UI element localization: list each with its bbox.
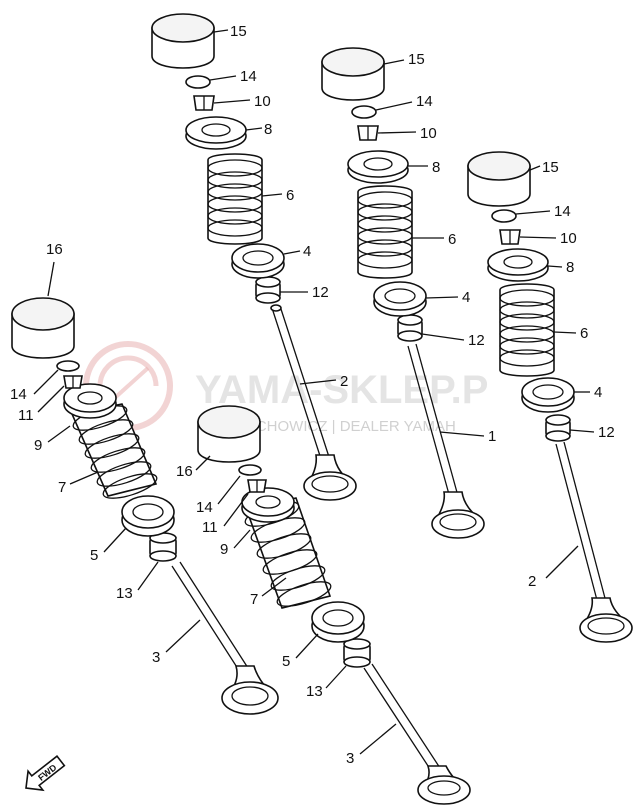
callout-14: 14 xyxy=(196,499,213,516)
callout-3: 3 xyxy=(152,649,160,666)
callout-14: 14 xyxy=(554,203,571,220)
callout-8: 8 xyxy=(432,159,440,176)
spring-retainer-8 xyxy=(185,116,247,150)
watermark: YAMA-SKLEP.P WOJ. IECHOWICZ | DEALER YAM… xyxy=(83,341,488,435)
callout-9: 9 xyxy=(220,541,228,558)
spring-seat-13 xyxy=(149,532,177,562)
callout-11: 11 xyxy=(18,407,34,424)
callout-5: 5 xyxy=(282,653,290,670)
spring-seat-12 xyxy=(397,314,423,342)
callout-3: 3 xyxy=(346,750,354,767)
valve-d xyxy=(171,561,279,715)
callout-labels: 15 14 10 8 6 4 12 2 15 14 10 8 6 4 12 1 … xyxy=(10,23,615,767)
callout-4: 4 xyxy=(303,243,311,260)
spring-seat-12 xyxy=(545,414,571,442)
callout-16: 16 xyxy=(46,241,63,258)
spring-retainer-8 xyxy=(487,248,549,282)
valve-assembly-e xyxy=(197,405,471,805)
callout-12: 12 xyxy=(468,332,485,349)
callout-14: 14 xyxy=(416,93,433,110)
valve-lifter-15 xyxy=(151,13,215,69)
callout-14: 14 xyxy=(240,68,257,85)
valve-lifter-16 xyxy=(11,297,75,359)
callout-10: 10 xyxy=(560,230,577,247)
callout-15: 15 xyxy=(230,23,247,40)
callout-8: 8 xyxy=(566,259,574,276)
callout-7: 7 xyxy=(250,591,258,608)
callout-12: 12 xyxy=(598,424,615,441)
oil-seal-4 xyxy=(373,281,427,317)
callout-8: 8 xyxy=(264,121,272,138)
watermark-brand: YAMA-SKLEP.P xyxy=(195,368,488,412)
spring-retainer-9 xyxy=(241,487,295,523)
valve-c xyxy=(555,441,633,643)
valve-shim-14 xyxy=(351,105,377,119)
callout-2: 2 xyxy=(528,573,536,590)
leader-lines xyxy=(33,29,595,755)
callout-16: 16 xyxy=(176,463,193,480)
callout-6: 6 xyxy=(286,187,294,204)
spring-retainer-8 xyxy=(347,150,409,184)
callout-9: 9 xyxy=(34,437,42,454)
callout-5: 5 xyxy=(90,547,98,564)
callout-15: 15 xyxy=(542,159,559,176)
valve-shim-14 xyxy=(185,75,211,89)
valve-assembly-c xyxy=(467,151,633,643)
valve-assembly-a xyxy=(151,13,357,501)
fwd-direction-marker: FWD xyxy=(25,755,66,792)
callout-13: 13 xyxy=(116,585,133,602)
callout-10: 10 xyxy=(254,93,271,110)
watermark-subtitle: WOJ. IECHOWICZ | DEALER YAMAH xyxy=(200,418,456,435)
valve-assembly-d xyxy=(11,297,279,715)
valve-shim-14 xyxy=(491,209,517,223)
valve-cotter-10 xyxy=(357,125,379,141)
callout-11: 11 xyxy=(202,519,218,536)
valve-spring-6 xyxy=(357,185,413,279)
valve-lifter-15 xyxy=(467,151,531,207)
callout-13: 13 xyxy=(306,683,323,700)
callout-10: 10 xyxy=(420,125,437,142)
callout-1: 1 xyxy=(488,428,496,445)
valve-cotter-11 xyxy=(63,375,83,389)
oil-seal-5 xyxy=(311,601,365,643)
callout-4: 4 xyxy=(594,384,602,401)
valve-b xyxy=(407,343,485,539)
valve-lifter-16 xyxy=(197,405,261,463)
spring-seat-13 xyxy=(343,638,371,668)
valve-lifter-15 xyxy=(321,47,385,101)
spring-retainer-9 xyxy=(63,383,117,419)
callout-14: 14 xyxy=(10,386,27,403)
valve-shim-14 xyxy=(56,360,80,372)
arrow-icon xyxy=(25,755,66,792)
callout-2: 2 xyxy=(340,373,348,390)
callout-6: 6 xyxy=(448,231,456,248)
callout-6: 6 xyxy=(580,325,588,342)
valve-spring-7 xyxy=(70,403,158,499)
valve-assembly-b xyxy=(321,47,485,539)
valve-cotter-11 xyxy=(247,479,267,493)
oil-seal-5 xyxy=(121,495,175,537)
valve-spring-6 xyxy=(207,153,263,245)
valve-e xyxy=(363,663,471,805)
oil-seal-4 xyxy=(521,377,575,413)
callout-15: 15 xyxy=(408,51,425,68)
callout-7: 7 xyxy=(58,479,66,496)
callout-12: 12 xyxy=(312,284,329,301)
valve-a xyxy=(270,304,357,501)
oil-seal-4 xyxy=(231,243,285,279)
valve-spring-6 xyxy=(499,283,555,377)
spring-seat-12 xyxy=(255,276,281,304)
valve-cotter-10 xyxy=(193,95,215,111)
callout-4: 4 xyxy=(462,289,470,306)
valve-cotter-10 xyxy=(499,229,521,245)
valve-shim-14 xyxy=(238,464,262,476)
